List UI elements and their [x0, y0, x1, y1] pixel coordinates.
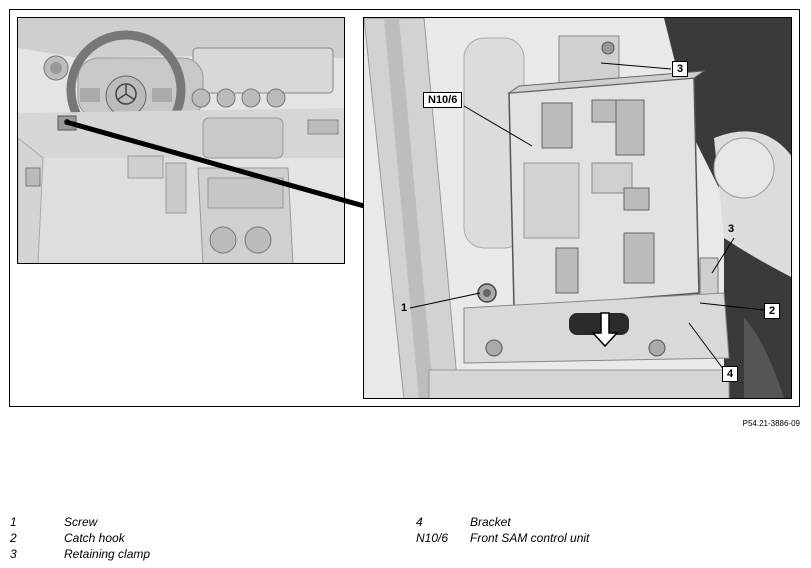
- callout-screw: 1: [401, 302, 408, 314]
- figure-reference-code: P54.21-3886-09: [742, 419, 800, 428]
- callout-catch-hook: 2: [764, 303, 781, 319]
- sam-unit-detail-image: [363, 17, 792, 399]
- callout-retaining-clamp-right: 3: [728, 223, 735, 235]
- dashboard-overview-image: [17, 17, 345, 264]
- callout-retaining-clamp-top: 3: [672, 61, 689, 77]
- callout-n10-6: N10/6: [423, 92, 463, 108]
- callout-bracket: 4: [722, 366, 739, 382]
